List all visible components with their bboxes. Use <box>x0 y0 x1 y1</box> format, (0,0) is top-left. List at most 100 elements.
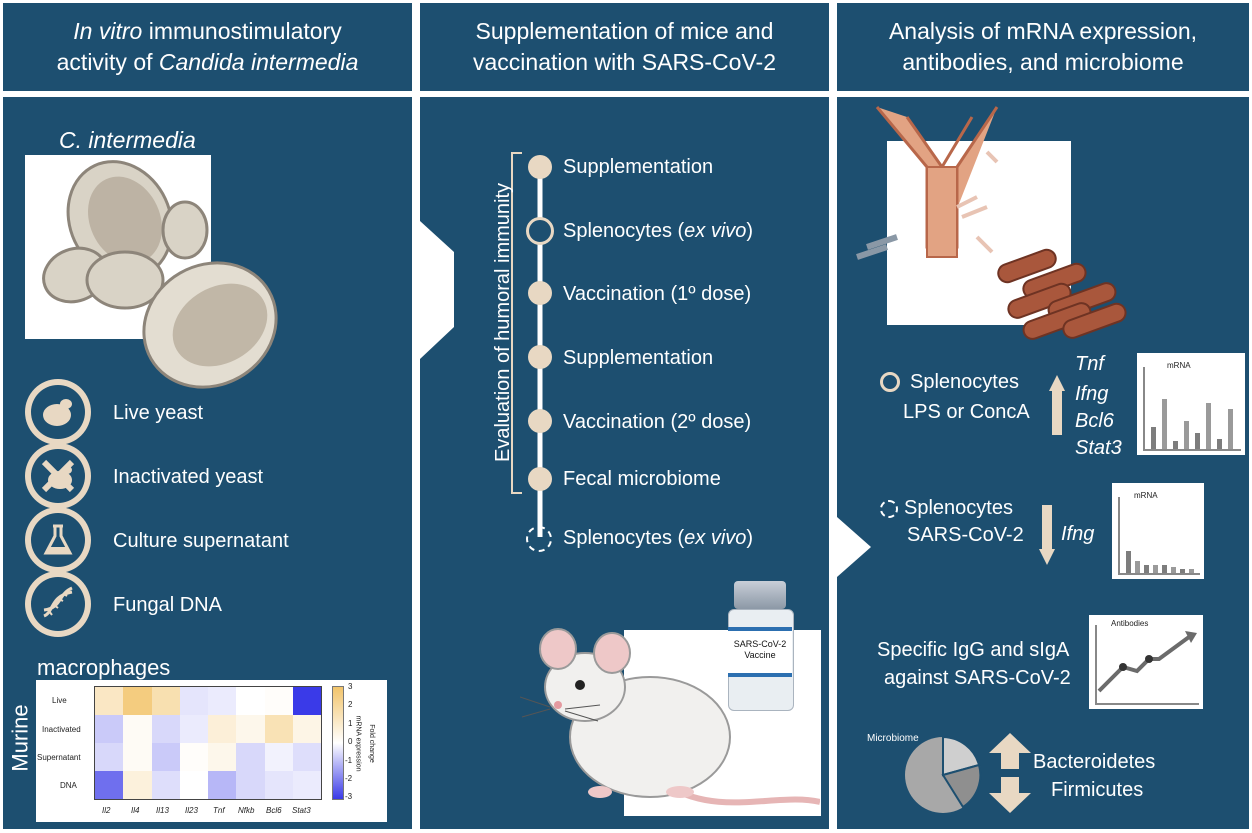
heatmap-col-label: Tnf <box>213 806 225 815</box>
live-yeast-badge <box>25 379 91 445</box>
chart-bar <box>1195 433 1200 449</box>
header-supplementation: Supplementation of mice and vaccination … <box>420 3 829 91</box>
taxa-firmicutes: Firmicutes <box>1051 779 1144 801</box>
treatment-dna: Fungal DNA <box>113 594 222 616</box>
timeline-label: Supplementation <box>563 156 714 178</box>
header-supplementation-line2: vaccination with SARS-CoV-2 <box>473 49 776 75</box>
heatmap-cell <box>208 743 237 771</box>
header-invitro-species: Candida intermedia <box>158 49 359 75</box>
panel-analysis: Splenocytes LPS or ConcA Tnf Ifng Bcl6 S… <box>837 97 1249 829</box>
timeline-dot <box>528 281 552 305</box>
treatment-inactivated: Inactivated yeast <box>113 466 264 488</box>
heatmap-box: Live Inactivated Supernatant DNA Il2 Il4… <box>36 680 387 822</box>
timeline-label: Supplementation <box>563 347 714 369</box>
chart-bar <box>1153 565 1158 573</box>
panel-invitro: C. intermedia Live yeast Inactivated yea… <box>3 97 412 829</box>
heatmap-cell <box>292 771 321 799</box>
row1-gene: Tnf <box>1075 353 1104 375</box>
heatmap-cell <box>264 715 293 743</box>
chart-axis <box>1095 625 1097 705</box>
heatmap-cell <box>264 687 293 715</box>
chart-axis <box>1118 497 1120 575</box>
row3-chart-label: Antibodies <box>1111 619 1149 628</box>
chart-bar <box>1189 569 1194 573</box>
timeline-label: Fecal microbiome <box>563 468 721 490</box>
yeast-icon <box>43 399 72 426</box>
row1-label1: Splenocytes <box>910 371 1019 393</box>
row1-gene: Ifng <box>1075 383 1109 405</box>
antibody-trend-line <box>1097 631 1197 693</box>
header-invitro: In vitro immunostimulatory activity of C… <box>3 3 412 91</box>
heatmap-cell <box>292 715 321 743</box>
row1-gene: Bcl6 <box>1075 410 1114 432</box>
chart-bar <box>1217 439 1222 449</box>
colorbar-label: mRNA expression <box>354 715 362 772</box>
chart-bar <box>1173 441 1178 449</box>
timeline-dot <box>528 409 552 433</box>
heatmap-cell <box>264 771 293 799</box>
microbiome-pie <box>905 735 982 813</box>
heatmap-cell <box>208 771 237 799</box>
supernatant-badge <box>25 507 91 573</box>
heatmap-cell <box>236 771 265 799</box>
heatmap-cell <box>264 743 293 771</box>
species-label: C. intermedia <box>59 127 196 153</box>
right-decor <box>837 517 871 577</box>
timeline-label: Splenocytes (ex vivo) <box>563 527 754 549</box>
heatmap-cell <box>123 743 152 771</box>
heatmap-row-label: Supernatant <box>37 753 81 762</box>
timeline-dashed-ring <box>526 526 552 552</box>
heatmap-cell <box>179 715 208 743</box>
colorbar-tick: -1 <box>345 756 353 765</box>
colorbar-label: Fold change <box>367 724 375 763</box>
row4-chart-label: Microbiome <box>867 733 919 744</box>
heatmap-cell <box>151 743 180 771</box>
down-arrow-icon <box>1039 505 1055 565</box>
row2-label2: SARS-CoV-2 <box>907 524 1024 546</box>
heatmap-colorbar <box>332 686 344 800</box>
row2-gene: Ifng <box>1061 523 1095 545</box>
heatmap-cell <box>179 771 208 799</box>
row2-chart-label: mRNA <box>1134 491 1158 500</box>
bracket-label: Evaluation of humoral immunity <box>492 182 515 463</box>
heatmap-cell <box>208 715 237 743</box>
chart-bar <box>1180 569 1185 573</box>
colorbar-tick: -2 <box>345 774 353 783</box>
chart-axis <box>1095 703 1199 705</box>
heatmap-cell <box>236 715 265 743</box>
heatmap-col-label: Il13 <box>156 806 169 815</box>
timeline-dot <box>528 467 552 491</box>
chart-bar <box>1144 565 1149 573</box>
heatmap-col-label: Il4 <box>131 806 140 815</box>
colorbar-tick: 1 <box>348 719 353 728</box>
heatmap-cell <box>95 687 124 715</box>
heatmap-cell <box>292 687 321 715</box>
splenocytes-ring-icon <box>880 372 900 392</box>
heatmap-cell <box>292 743 321 771</box>
header-invitro-italic: In vitro <box>73 18 143 44</box>
chart-bar <box>1162 565 1167 573</box>
chart-bar <box>1135 561 1140 573</box>
heatmap-cell <box>95 743 124 771</box>
timeline-label: Splenocytes (ex vivo) <box>563 220 754 242</box>
header-invitro-line2: activity of <box>56 49 159 75</box>
yeast-cells-illustration <box>42 160 278 389</box>
heatmap-col-label: Il23 <box>185 806 198 815</box>
heatmap-row-label: Inactivated <box>42 725 81 734</box>
colorbar-tick: -3 <box>345 792 353 801</box>
heatmap-cell <box>236 743 265 771</box>
chart-bar <box>1184 421 1189 449</box>
row2-label1: Splenocytes <box>904 497 1013 519</box>
panel-supplementation: Evaluation of humoral immunity Supplemen… <box>420 97 829 829</box>
inactivated-yeast-badge <box>25 443 91 509</box>
vial-cap <box>734 581 786 609</box>
heatmap-cell <box>123 771 152 799</box>
vial-text: SARS-CoV-2 <box>733 639 787 649</box>
dna-icon <box>43 586 73 618</box>
splenocytes-dashed-icon <box>880 500 898 518</box>
heatmap-col-label: Il2 <box>102 806 111 815</box>
heatmap-cell <box>123 715 152 743</box>
heatmap-row-label: Live <box>52 696 67 705</box>
heatmap-cell <box>179 687 208 715</box>
chart-axis <box>1143 367 1145 451</box>
